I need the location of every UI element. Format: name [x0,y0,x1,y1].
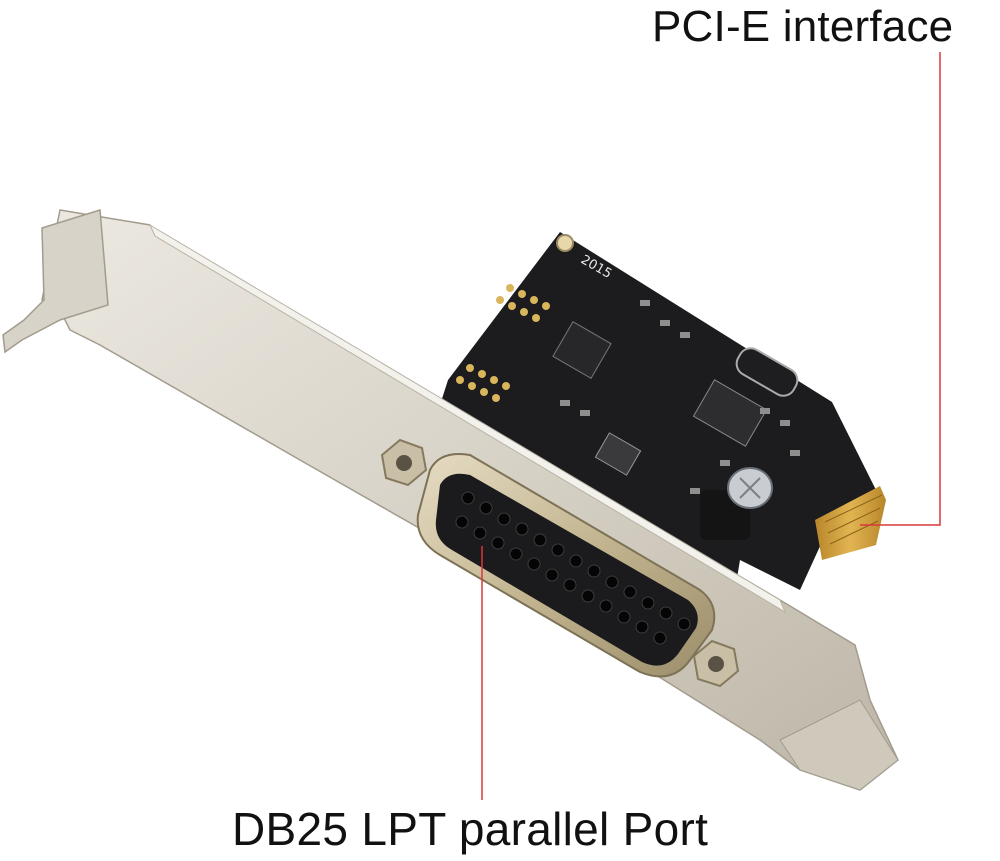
db25-port-label: DB25 LPT parallel Port [232,803,709,855]
ic-chip [552,320,612,380]
callout-leader-lines [481,52,941,800]
pcb-board: 2015 [440,232,886,590]
pci-e-interface-label: PCI-E interface [652,2,954,51]
pci-e-leader-line [860,52,941,526]
mounting-hole [556,234,574,252]
db25-pin-holes [455,491,691,645]
pin-header [456,284,550,402]
controller-chip [692,379,768,447]
voltage-regulator [594,432,642,476]
hex-standoff-right [692,639,740,688]
smd-components [560,300,800,494]
crystal-oscillator [735,347,799,397]
db25-connector [380,438,740,688]
electrolytic-capacitor [700,467,773,540]
hex-standoff-left [380,438,428,487]
